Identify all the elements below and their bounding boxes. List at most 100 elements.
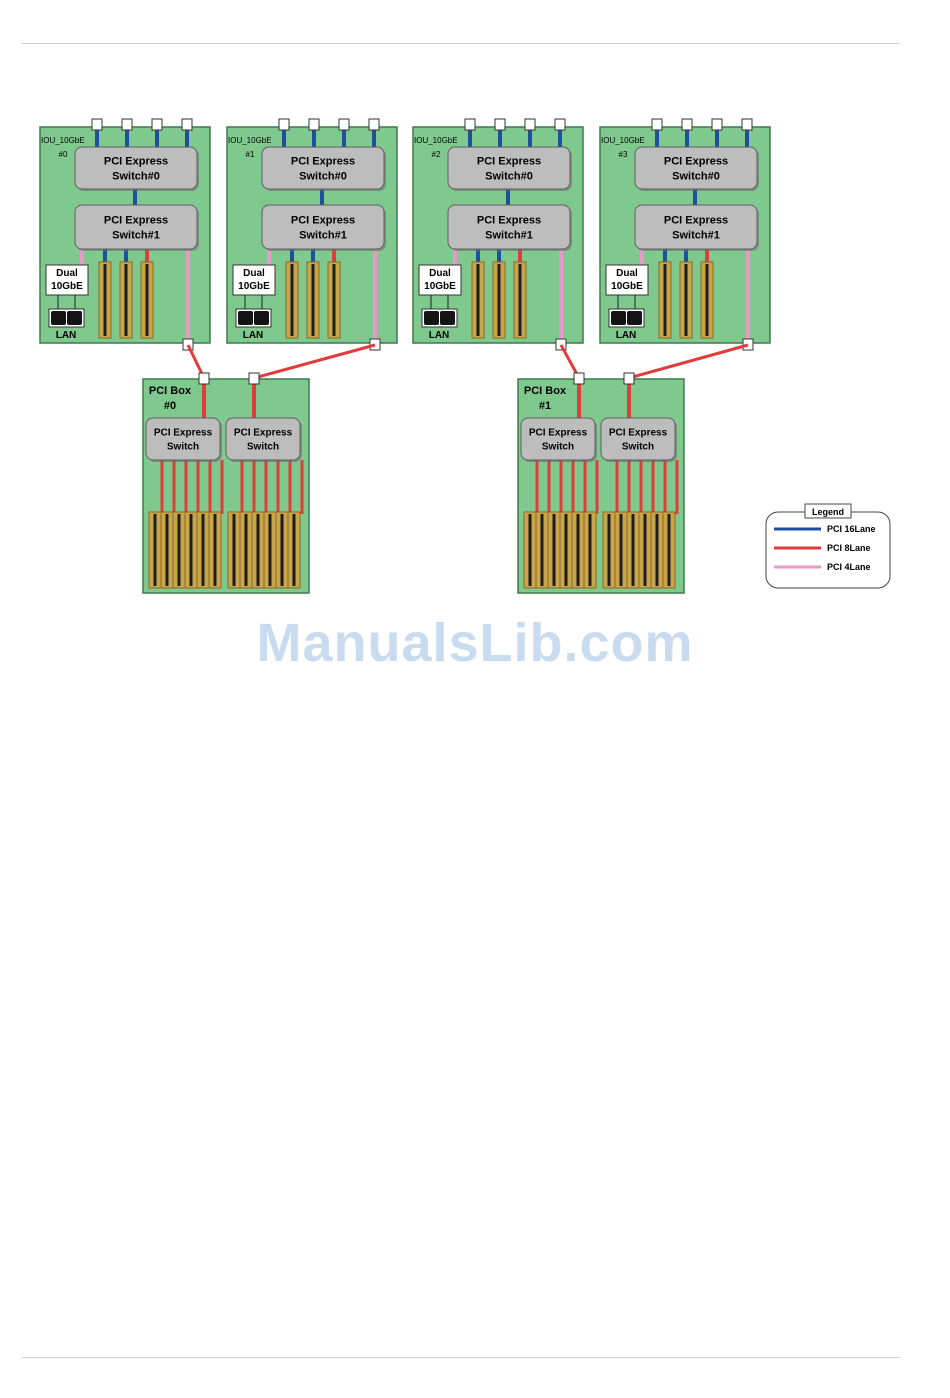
iou-0-top-port-front-1 [121,118,133,131]
box-0-in-port-1 [248,372,260,385]
box-0-slot-1-3-connector [268,514,272,586]
iou-1-id: #1 [246,150,255,159]
box-1-in-port-1 [623,372,635,385]
iou-2-nic-label-0: Dual [429,268,451,279]
iou-3-lan-label: LAN [616,330,637,341]
box-0-slot-0-0-connector [153,514,157,586]
box-1-slot-1-0-connector [607,514,611,586]
box-1-slot-1-4-connector [655,514,659,586]
iou-3-top-port-front-1 [681,118,693,131]
box-1-slot-1-1-connector [619,514,623,586]
iou-2-slot-1-connector [497,264,501,336]
iou-2-lan-label: LAN [429,330,450,341]
box-0-slot-0-4-connector [201,514,205,586]
iou-1-lan-port-1 [254,311,269,325]
iou-1-switch1-label-0: PCI Express [291,214,355,226]
box-0-slot-0-5-connector [213,514,217,586]
iou-3-switch1 [634,204,758,250]
iou-1-switch1 [261,204,385,250]
iou-2-id: #2 [432,150,441,159]
legend-label-0: PCI 16Lane [827,524,876,534]
iou-3-top-port-front-2 [711,118,723,131]
iou-0-slot-0-connector [103,264,107,336]
iou-2-top-port-front-0 [464,118,476,131]
iou-3-name: IOU_10GbE [601,136,645,145]
iou-3-switch0-label-1: Switch#0 [672,170,720,182]
iou-0-switch0 [74,146,198,190]
iou-2-nic-label-1: 10GbE [424,281,456,292]
iou-1-nic-label-0: Dual [243,268,265,279]
legend-title-box [804,503,852,519]
iou-0-switch0-label-1: Switch#0 [112,170,160,182]
box-0-slot-1-4-connector [280,514,284,586]
iou-1-switch0-label-1: Switch#0 [299,170,347,182]
iou-box-link-3 [628,343,749,380]
box-1-switch-1 [600,417,676,461]
iou-3-switch0 [634,146,758,190]
box-0-name: PCI Box [149,385,192,397]
iou-3-top-port-front-0 [651,118,663,131]
iou-2-name: IOU_10GbE [414,136,458,145]
iou-2-switch1-label-0: PCI Express [477,214,541,226]
box-1-slot-1-5-connector [667,514,671,586]
iou-3-lan-port-0 [611,311,626,325]
iou-1-slot-2-connector [332,264,336,336]
iou-2-slot-2-connector [518,264,522,336]
iou-1-nic [232,264,276,296]
iou-2-top-port-front-3 [554,118,566,131]
box-1-slot-0-0-connector [528,514,532,586]
box-0-id: #0 [164,400,176,412]
iou-0-lan-port-1 [67,311,82,325]
box-0-slot-1-0-connector [232,514,236,586]
box-1-switch-0-label-0: PCI Express [529,428,588,439]
box-1-slot-0-5-connector [588,514,592,586]
box-0-slot-0-2-connector [177,514,181,586]
iou-1-slot-1-connector [311,264,315,336]
watermark-text: ManualsLib.com [256,613,694,673]
iou-1-switch0 [261,146,385,190]
iou-1-lan-label: LAN [243,330,264,341]
iou-2-top-port-front-1 [494,118,506,131]
box-0-switch-0-label-1: Switch [167,442,199,453]
iou-1-out-port [369,338,381,351]
iou-0-top-port-front-2 [151,118,163,131]
iou-0-slot-1-connector [124,264,128,336]
box-1-slot-1-2-connector [631,514,635,586]
box-0-switch-0-label-0: PCI Express [154,428,213,439]
box-1-switch-0 [520,417,596,461]
box-0-switch-0 [145,417,221,461]
box-0-slot-1-2-connector [256,514,260,586]
box-0-switch-1-label-1: Switch [247,442,279,453]
box-1-slot-1-3-connector [643,514,647,586]
box-0-in-port-0 [198,372,210,385]
iou-0-top-port-front-0 [91,118,103,131]
iou-3-slot-2-connector [705,264,709,336]
iou-1-nic-label-1: 10GbE [238,281,270,292]
box-1-id: #1 [539,400,551,412]
iou-3-lan-port-1 [627,311,642,325]
iou-3-nic-label-1: 10GbE [611,281,643,292]
iou-3-switch1-label-1: Switch#1 [672,229,720,241]
box-0-slot-0-3-connector [189,514,193,586]
top-rule [22,43,900,44]
iou-0-slot-2-connector [145,264,149,336]
iou-0-top-port-front-3 [181,118,193,131]
box-0-switch-1-label-0: PCI Express [234,428,293,439]
box-1-slot-0-4-connector [576,514,580,586]
iou-3-switch0-label-0: PCI Express [664,155,728,167]
iou-3-slot-1-connector [684,264,688,336]
iou-3-switch1-label-0: PCI Express [664,214,728,226]
box-1-in-port-0 [573,372,585,385]
iou-1-top-port-front-2 [338,118,350,131]
box-0-slot-1-1-connector [244,514,248,586]
iou-0-switch1 [74,204,198,250]
iou-3-nic [605,264,649,296]
box-1-slot-0-3-connector [564,514,568,586]
iou-0-switch1-label-1: Switch#1 [112,229,160,241]
box-0-slot-0-1-connector [165,514,169,586]
iou-0-nic-label-0: Dual [56,268,78,279]
iou-1-switch0-label-0: PCI Express [291,155,355,167]
iou-0-switch1-label-0: PCI Express [104,214,168,226]
iou-2-lan-port-0 [424,311,439,325]
